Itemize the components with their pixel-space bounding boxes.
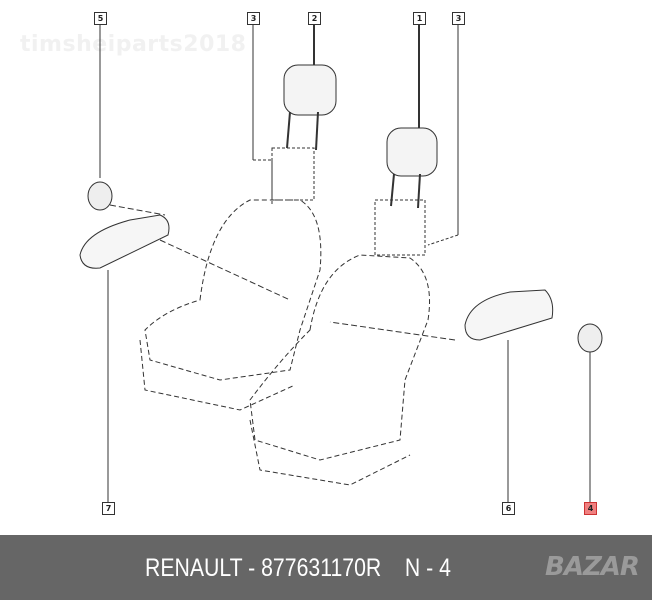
brand: RENAULT — [145, 554, 243, 582]
caption-banner: RENAULT - 877631170R N - 4 BAZAR — [0, 535, 652, 600]
seat-left-icon — [139, 199, 322, 411]
armrest-left-icon — [79, 181, 170, 269]
callout-5: 5 — [94, 12, 107, 25]
callout-2: 2 — [308, 12, 321, 25]
separator: - — [242, 554, 262, 582]
callout-3-right: 3 — [452, 12, 465, 25]
spacer — [381, 554, 405, 582]
callout-3-left: 3 — [247, 12, 260, 25]
part-caption: RENAULT - 877631170R N - 4 — [145, 554, 451, 583]
armrest-right-icon — [464, 289, 603, 353]
seat-parts-diagram — [79, 25, 603, 503]
callout-1: 1 — [413, 12, 426, 25]
callout-6: 6 — [502, 502, 515, 515]
headrest-right-icon — [386, 127, 438, 209]
position-ref: N - 4 — [404, 554, 451, 582]
guide-pins-icon — [271, 147, 426, 256]
callout-7: 7 — [102, 502, 115, 515]
bazar-logo: BAZAR — [545, 552, 640, 582]
headrest-left-icon — [283, 64, 337, 151]
leader-lines — [99, 25, 591, 503]
part-number: 877631170R — [261, 554, 382, 582]
callout-4-highlighted: 4 — [584, 502, 597, 515]
seat-right-icon — [249, 254, 431, 486]
watermark: timsheiparts2018 — [20, 32, 247, 57]
